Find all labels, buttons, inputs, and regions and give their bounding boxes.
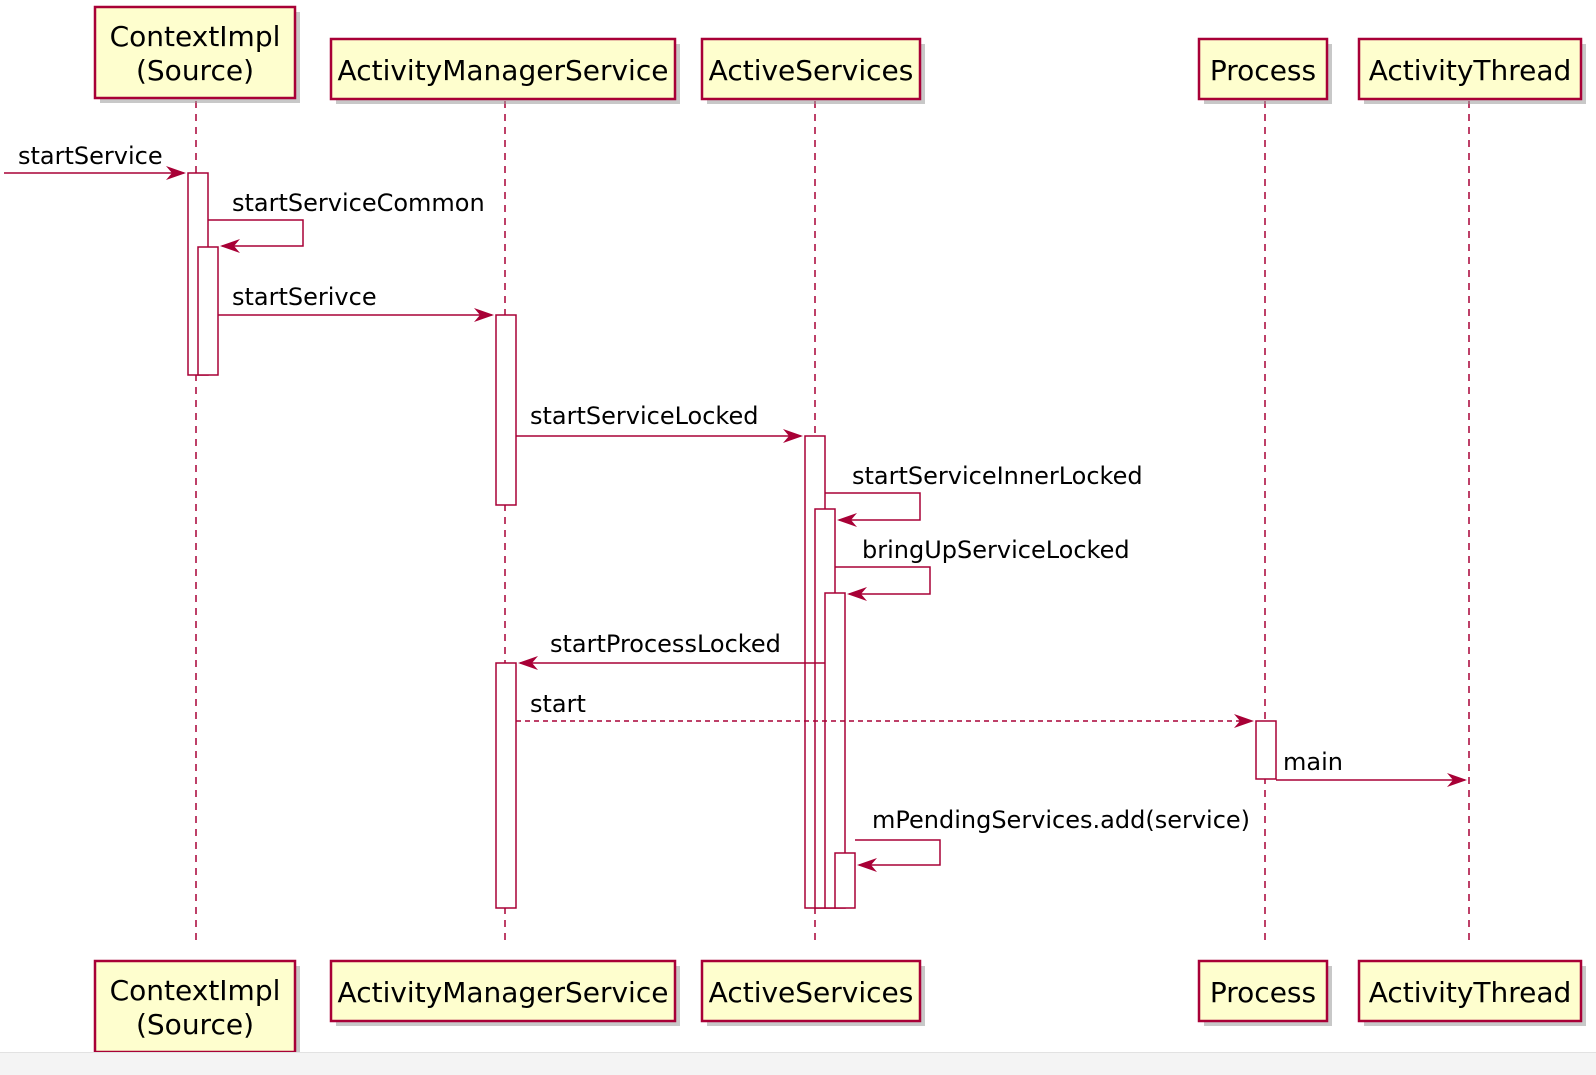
message-mpendingservices-add-line: [855, 839, 941, 866]
participant-contextimpl-bottom-line1: ContextImpl: [110, 974, 281, 1007]
participant-activeservices-top-label: ActiveServices: [709, 54, 914, 87]
message-startserviceinnerlocked-label: startServiceInnerLocked: [852, 462, 1143, 490]
message-startserviceinnerlocked-line: [825, 492, 921, 521]
message-startservice-label: startService: [18, 142, 163, 170]
participant-ams-bottom-label: ActivityManagerService: [338, 976, 669, 1009]
message-startprocesslocked-arrowhead: [518, 656, 538, 670]
participant-process-top: Process: [1197, 37, 1332, 104]
message-bringupservicelocked-label: bringUpServiceLocked: [862, 536, 1130, 564]
message-mpendingservices-add-arrowhead: [857, 858, 877, 872]
message-startprocesslocked-label: startProcessLocked: [550, 630, 781, 658]
message-main-arrowhead: [1447, 773, 1467, 787]
activation-contextimpl-2: [197, 246, 219, 376]
activation-activeservices-4: [834, 852, 856, 909]
participant-process-bottom-box: [1197, 959, 1329, 1023]
participant-contextimpl-top: ContextImpl (Source): [93, 5, 300, 103]
message-startservice-arrowhead: [166, 166, 186, 180]
participant-activeservices-top-box: [700, 37, 922, 101]
message-startserviceinnerlocked-arrowhead: [837, 513, 857, 527]
participant-activeservices-bottom-label: ActiveServices: [709, 976, 914, 1009]
activations: [187, 172, 1277, 909]
message-start-arrowhead: [1234, 714, 1254, 728]
participant-ams-bottom-box: [329, 959, 677, 1023]
participant-activitythread-bottom-box: [1357, 959, 1583, 1023]
participant-activitythread-top-label: ActivityThread: [1369, 54, 1572, 87]
message-startservicecommon-arrowhead: [220, 239, 240, 253]
participant-activeservices-bottom: ActiveServices: [700, 959, 925, 1026]
message-main-label: main: [1283, 748, 1343, 776]
participant-process-top-label: Process: [1210, 54, 1316, 87]
participant-process-bottom: Process: [1197, 959, 1332, 1026]
activation-process-1: [1255, 720, 1277, 780]
participant-process-top-box: [1197, 37, 1329, 101]
participant-contextimpl-top-line1: ContextImpl: [110, 20, 281, 53]
participant-activitythread-top: ActivityThread: [1357, 37, 1586, 104]
participant-process-bottom-label: Process: [1210, 976, 1316, 1009]
participant-contextimpl-top-box: [93, 5, 297, 100]
message-mpendingservices-add-label: mPendingServices.add(service): [872, 806, 1250, 834]
participant-activitythread-top-box: [1357, 37, 1583, 101]
message-startservicelocked-arrowhead: [783, 429, 803, 443]
messages: startService startServiceCommon startSer…: [4, 142, 1467, 872]
participant-activitythread-bottom-label: ActivityThread: [1369, 976, 1572, 1009]
bottom-edge-strip: [0, 1052, 1596, 1075]
participant-contextimpl-top-line2: (Source): [136, 54, 254, 87]
message-startservicelocked-label: startServiceLocked: [530, 402, 758, 430]
message-bringupservicelocked-line: [835, 566, 931, 595]
message-startservicecommon-line: [208, 219, 304, 247]
participants-bottom: ContextImpl (Source) ActivityManagerServ…: [93, 959, 1586, 1057]
participant-activitythread-bottom: ActivityThread: [1357, 959, 1586, 1026]
participant-ams-top: ActivityManagerService: [329, 37, 680, 104]
message-start-label: start: [530, 690, 586, 718]
participant-activeservices-bottom-box: [700, 959, 922, 1023]
participant-contextimpl-bottom: ContextImpl (Source): [93, 959, 300, 1057]
participants-top: ContextImpl (Source) ActivityManagerServ…: [93, 5, 1586, 104]
activation-ams-1: [495, 314, 517, 506]
activation-ams-2: [495, 662, 517, 909]
message-startservicecommon-label: startServiceCommon: [232, 189, 485, 217]
message-startserivce-label: startSerivce: [232, 283, 377, 311]
message-bringupservicelocked-arrowhead: [847, 587, 867, 601]
participant-ams-top-box: [329, 37, 677, 101]
participant-activeservices-top: ActiveServices: [700, 37, 925, 104]
participant-ams-bottom: ActivityManagerService: [329, 959, 680, 1026]
message-startserivce-arrowhead: [474, 308, 494, 322]
participant-contextimpl-bottom-box: [93, 959, 297, 1054]
participant-contextimpl-bottom-line2: (Source): [136, 1008, 254, 1041]
participant-ams-top-label: ActivityManagerService: [338, 54, 669, 87]
